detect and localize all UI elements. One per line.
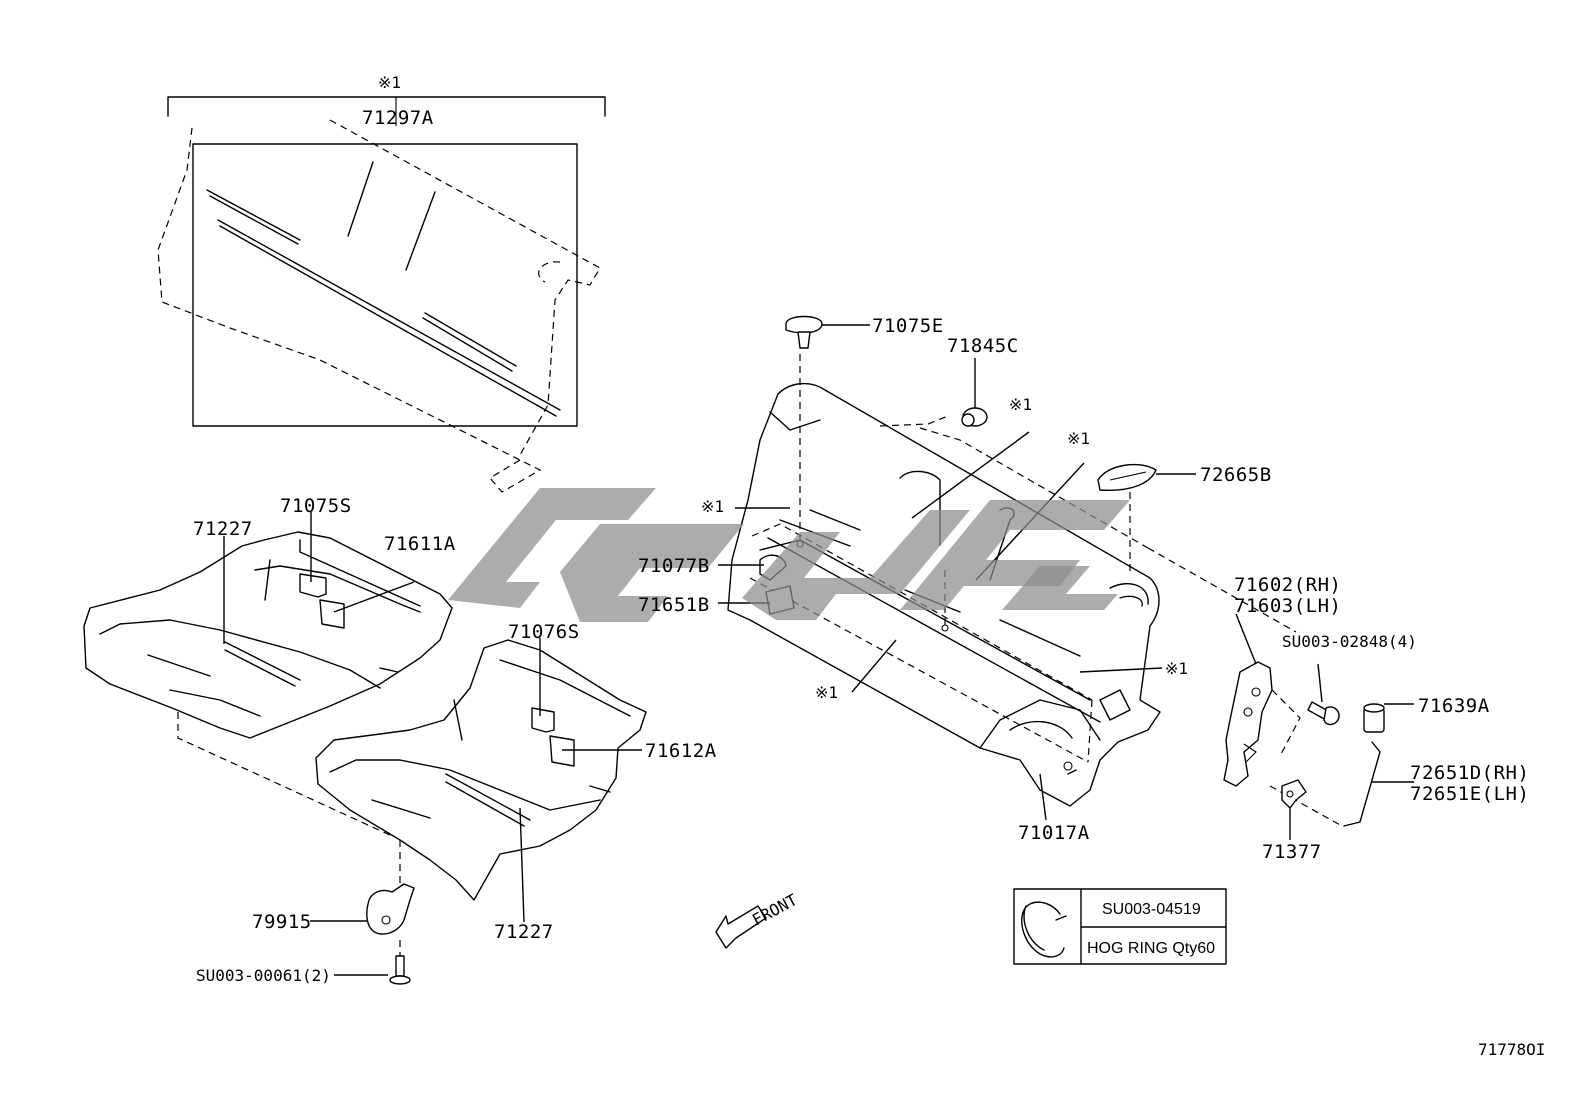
- hog-ring-icon: [1021, 901, 1065, 958]
- label-su003-00061: SU003-00061(2): [196, 966, 331, 985]
- seat-cushion-cover-right: [315, 639, 647, 901]
- note-mark-3: ※1: [701, 497, 724, 516]
- seat-cushion-cover-left: [83, 531, 453, 837]
- label-71297A: 71297A: [362, 107, 434, 129]
- label-79915: 79915: [252, 911, 312, 933]
- label-71845C: 71845C: [947, 335, 1019, 357]
- label-71076S: 71076S: [508, 621, 580, 643]
- label-71227-right: 71227: [494, 921, 554, 943]
- clip-71075E: [785, 315, 823, 349]
- label-71602-rh: 71602(RH): [1234, 574, 1341, 596]
- label-71612A: 71612A: [645, 740, 717, 762]
- leader-lines: [223, 324, 1414, 976]
- seat-back-cover: [727, 354, 1161, 807]
- cap-71639A: [1363, 703, 1385, 733]
- clip-71377: [1281, 779, 1307, 809]
- label-72651E-lh: 72651E(LH): [1410, 783, 1529, 805]
- label-71603-lh: 71603(LH): [1234, 595, 1341, 617]
- label-71377: 71377: [1262, 841, 1322, 863]
- hog-ring-description: HOG RING Qty60: [1087, 940, 1215, 957]
- note-mark-4: ※1: [1165, 659, 1188, 678]
- label-71639A: 71639A: [1418, 695, 1490, 717]
- label-71075E: 71075E: [872, 315, 944, 337]
- note-mark-2: ※1: [1067, 429, 1090, 448]
- grommet-71845C: [961, 407, 988, 427]
- front-arrow: FRONT: [715, 890, 801, 949]
- bracket-79915: [366, 840, 415, 985]
- label-72665B: 72665B: [1200, 464, 1272, 486]
- label-71077B: 71077B: [638, 555, 710, 577]
- front-label: FRONT: [749, 890, 801, 930]
- label-72651D-rh: 72651D(RH): [1410, 762, 1529, 784]
- bolt-su003-02848: [1307, 701, 1340, 726]
- diagram-id: 71778OI: [1478, 1040, 1545, 1059]
- hog-ring-part-number: SU003-04519: [1102, 901, 1201, 918]
- note-mark-5: ※1: [815, 683, 838, 702]
- note-mark-wire-set: ※1: [378, 73, 401, 92]
- note-mark-1: ※1: [1009, 395, 1032, 414]
- label-71651B: 71651B: [638, 594, 710, 616]
- part-labels: ※1 71297A 71075E 71845C ※1 ※1 72665B ※1 …: [193, 73, 1545, 1059]
- watermark-logo: [448, 488, 1130, 622]
- label-71017A: 71017A: [1018, 822, 1090, 844]
- label-71227-left: 71227: [193, 518, 253, 540]
- label-71611A: 71611A: [384, 533, 456, 555]
- label-su003-02848: SU003-02848(4): [1282, 632, 1417, 651]
- hog-ring-table: SU003-04519 HOG RING Qty60: [1013, 888, 1227, 965]
- cap-72665B: [1097, 463, 1157, 576]
- hinge-bracket: [1223, 661, 1301, 787]
- label-71075S: 71075S: [280, 495, 352, 517]
- wire-set-assembly: [157, 96, 606, 493]
